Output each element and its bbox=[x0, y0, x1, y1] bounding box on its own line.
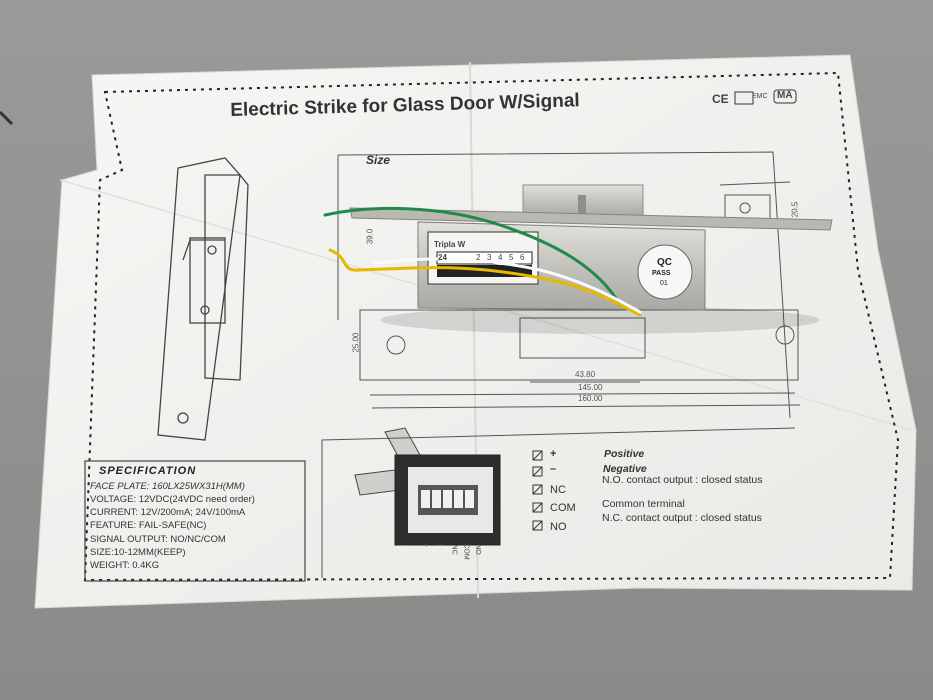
qc-badge-line3: 01 bbox=[660, 280, 668, 287]
terminal-symbol-no: NO bbox=[550, 521, 567, 533]
dimension-160-00: 160.00 bbox=[578, 394, 603, 403]
cert-box bbox=[773, 89, 797, 104]
size-drawing-frame bbox=[337, 151, 791, 419]
block-label-nc: NC bbox=[450, 544, 458, 555]
sticker-terminal-2: 2 bbox=[476, 253, 481, 262]
block-label-positive: + bbox=[424, 540, 429, 549]
spec-line-face-plate: FACE PLATE: 160LX25WX31H(MM) bbox=[90, 481, 245, 492]
wires bbox=[323, 206, 642, 317]
spec-line-feature: FEATURE: FAIL-SAFE(NC) bbox=[90, 520, 207, 531]
sticker-voltage: 24 bbox=[438, 253, 447, 262]
strike-perspective-drawing bbox=[157, 157, 249, 441]
spec-line-current: CURRENT: 12V/200mA; 24V/100mA bbox=[90, 507, 246, 518]
green-wire bbox=[323, 206, 622, 307]
cert-mark-ma: MA bbox=[777, 90, 793, 101]
cert-mark-emc: EMC bbox=[752, 93, 768, 100]
block-label-no: NO bbox=[473, 544, 481, 555]
dashed-border bbox=[83, 71, 900, 582]
block-label-com: COM bbox=[462, 543, 470, 560]
qc-pass-sticker bbox=[637, 244, 693, 300]
size-label: Size bbox=[366, 153, 391, 167]
white-wire bbox=[373, 257, 642, 314]
terminal-symbol-com: COM bbox=[550, 502, 576, 514]
sticker-terminal-5: 5 bbox=[509, 253, 514, 262]
terminal-label-nc: N.O. contact output : closed status bbox=[602, 474, 763, 486]
qc-badge-line1: QC bbox=[657, 257, 672, 268]
terminal-symbol-nc: NC bbox=[550, 484, 566, 496]
terminal-legend-icons bbox=[532, 450, 543, 531]
terminal-label-no: N.C. contact output : closed status bbox=[602, 512, 762, 524]
terminal-label-positive: Positive bbox=[604, 448, 645, 460]
spec-line-signal-output: SIGNAL OUTPUT: NO/NC/COM bbox=[90, 534, 226, 545]
drawing-frame bbox=[321, 427, 796, 578]
dimension-20-5: 20.5 bbox=[790, 201, 800, 218]
dimension-25-00: 25.00 bbox=[351, 332, 361, 353]
spec-line-weight: WEIGHT: 0.4KG bbox=[90, 560, 160, 571]
specification-box bbox=[84, 460, 306, 582]
dimension-39-0: 39.0 bbox=[365, 228, 375, 245]
yellow-wire bbox=[328, 248, 642, 317]
terminal-label-negative: Negative bbox=[603, 463, 647, 475]
qc-badge-line2: PASS bbox=[652, 270, 671, 277]
specification-heading: SPECIFICATION bbox=[99, 465, 197, 477]
terminal-label-com: Common terminal bbox=[602, 498, 685, 510]
sticker-terminal-4: 4 bbox=[498, 253, 503, 262]
spec-line-size: SIZE:10-12MM(KEEP) bbox=[90, 547, 186, 558]
dimension-145-00: 145.00 bbox=[578, 383, 603, 392]
terminal-symbol-negative: – bbox=[550, 463, 557, 475]
stray-pin bbox=[0, 110, 14, 126]
terminal-symbol-positive: + bbox=[550, 448, 557, 460]
cert-box bbox=[734, 91, 754, 105]
dimension-43-80: 43.80 bbox=[575, 370, 596, 379]
manual-sheet bbox=[34, 54, 917, 609]
strike-front-view-drawing bbox=[359, 181, 801, 409]
block-label-negative: – bbox=[438, 540, 443, 549]
sticker-brand: Tripla W bbox=[434, 240, 466, 249]
terminal-block-drawing bbox=[354, 427, 501, 546]
cert-mark-ce: CE bbox=[712, 92, 729, 106]
sticker-terminal-6: 6 bbox=[520, 253, 525, 262]
sticker-terminal-3: 3 bbox=[487, 253, 492, 262]
spec-line-voltage: VOLTAGE: 12VDC(24VDC need order) bbox=[90, 494, 255, 505]
